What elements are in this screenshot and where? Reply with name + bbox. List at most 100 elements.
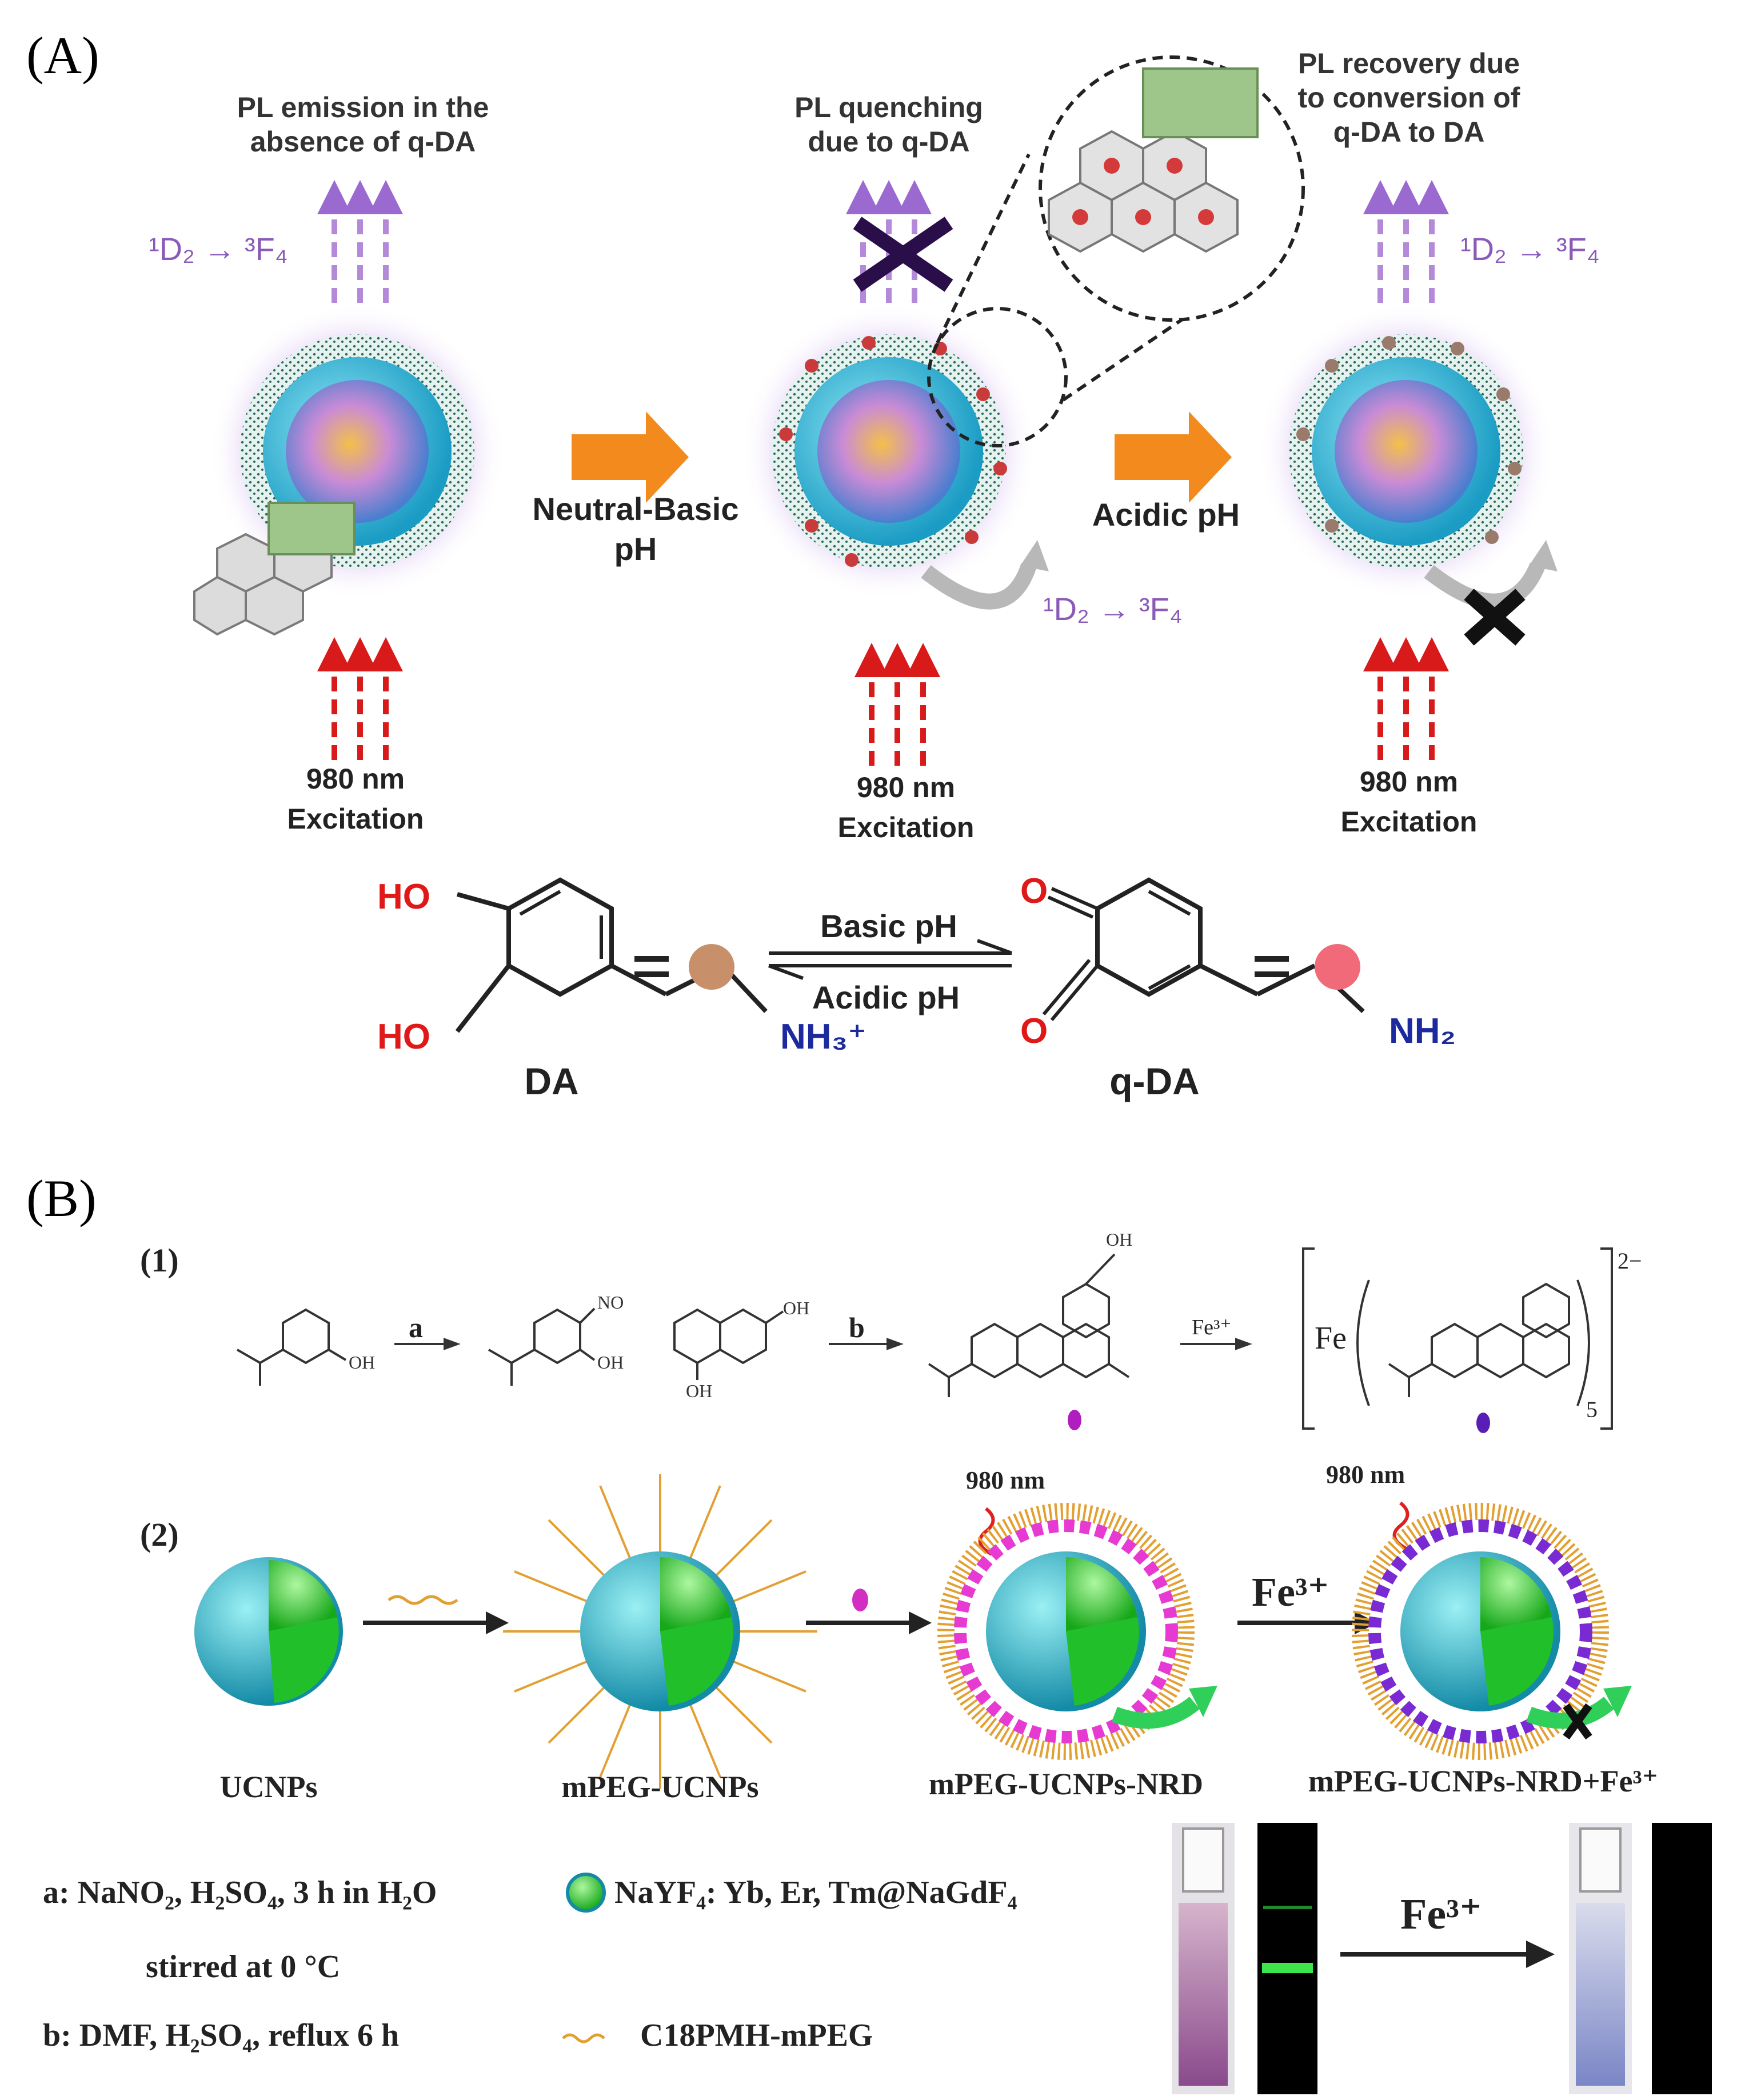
dopamine-structure [455,877,768,1033]
reagent-b-label: b [849,1311,865,1343]
da-label: DA [524,1060,578,1102]
complex-subscript: 5 [1586,1397,1598,1422]
excitation-1-line2: Excitation [287,803,424,835]
excitation-label-2: 980 nm Excitation [838,771,975,843]
nrd-fe-ucnp-particle [1352,1503,1632,1760]
fe-photo-arrow [1340,1941,1555,1968]
qda-nh2: NH₂ [1389,1011,1456,1051]
chain-icon [388,1595,458,1605]
note-a-line1: a: NaNO₂, H₂SO₄, 3 h in H₂O [43,1875,437,1910]
oh-label-1: OH [349,1352,375,1373]
oh-label-2: OH [597,1352,624,1373]
da-nh3: NH₃⁺ [780,1017,866,1057]
quench-cross-icon [853,217,953,292]
acidic-arrow [1115,411,1232,503]
fluorescence-photo-before [1257,1823,1317,2094]
arrow2-label: Acidic pH [1092,497,1240,533]
qda-o-bottom: O [1020,1011,1048,1051]
name-mpeg-ucnps-nrd: mPEG-UCNPs-NRD [929,1767,1203,1801]
conditions-notes: a: NaNO₂, H₂SO₄, 3 h in H₂O stirred at 0… [43,1875,437,2053]
stage3-caption-line2: to conversion of [1298,82,1520,114]
transition-label-mid: ¹D₂ → ³F₄ [1043,591,1183,627]
dye-icon [852,1589,868,1611]
complex-charge: 2− [1618,1248,1642,1274]
transition-label-left: ¹D₂ → ³F₄ [149,231,288,267]
stage1-caption-line1: PL emission in the [237,91,489,123]
reagent-a-label: a [409,1311,423,1343]
fe-photo-label: Fe³⁺ [1400,1890,1482,1938]
name-ucnps: UCNPs [220,1770,318,1804]
step2-arrow-1 [363,1611,509,1634]
da-ho-bottom: HO [377,1017,430,1057]
panel-b-label: (B) [26,1169,97,1227]
arrow1-label: Neutral-Basic pH [532,491,738,567]
mpeg-ucnp-particle [503,1474,817,1789]
core-legend-icon [566,1873,606,1913]
excitation-3-line2: Excitation [1341,806,1478,838]
arrow1-label-line1: Neutral-Basic [532,491,738,527]
laser-label-1: 980 nm [966,1466,1045,1494]
excitation-2-line1: 980 nm [857,771,955,803]
stage2-caption: PL quenching due to q-DA [794,91,983,158]
nrd-dye-icon [1068,1410,1490,1433]
excitation-label-3: 980 nm Excitation [1341,766,1478,838]
ucnp-particle [194,1557,343,1706]
oh-label-4: OH [686,1381,712,1401]
neutral-basic-arrow [572,411,689,503]
equilibrium-arrows [768,939,1013,980]
blocked-cross-icon [1464,589,1526,646]
mesopore-rods-icon [193,502,356,636]
excitation-label-1: 980 nm Excitation [287,763,424,835]
step1-label: (1) [140,1242,179,1279]
no-label: NO [597,1292,624,1313]
emission-arrows-1 [317,180,403,303]
oh-label-5: OH [1106,1229,1132,1250]
step2-arrow-2 [806,1611,932,1634]
blocked-x-icon [1563,1703,1592,1740]
excitation-arrows-1 [317,637,403,760]
da-molecules [1296,336,1522,544]
stage1-caption: PL emission in the absence of q-DA [237,91,489,158]
stage3-caption: PL recovery due to conversion of q-DA to… [1298,47,1520,148]
name-mpeg-ucnps-nrd-fe: mPEG-UCNPs-NRD+Fe³⁺ [1308,1764,1658,1798]
nanoparticle-1 [193,303,506,636]
note-a-line2: stirred at 0 °C [146,1949,340,1985]
excitation-arrows-3 [1363,637,1449,760]
stage3-caption-line3: q-DA to DA [1333,116,1485,148]
fe-reagent-label: Fe³⁺ [1192,1315,1231,1339]
excitation-3-line1: 980 nm [1360,766,1458,798]
chain-legend-icon [562,2033,605,2043]
excitation-2-line2: Excitation [838,811,975,843]
arrow1-label-line2: pH [614,531,657,567]
fe-complex-label: Fe [1315,1321,1347,1356]
excitation-arrows-2 [854,643,940,766]
nanoparticle-2 [740,303,1049,610]
nrd-ucnp-particle [937,1503,1217,1760]
qda-label: q-DA [1109,1060,1200,1102]
acidic-ph-label: Acidic pH [812,979,960,1015]
zoom-mesopore-detail [1039,55,1305,322]
vial-photo-after [1569,1823,1632,2094]
note-b: b: DMF, H₂SO₄, reflux 6 h [43,2018,399,2053]
transition-label-right: ¹D₂ → ³F₄ [1460,231,1600,267]
excitation-1-line1: 980 nm [306,763,405,795]
particle-names: UCNPs mPEG-UCNPs mPEG-UCNPs-NRD mPEG-UCN… [220,1764,1659,1804]
panel-a-label: (A) [26,26,99,85]
quinone-dopamine-structure [1042,877,1365,1021]
legend-chain: C18PMH-mPEG [640,2018,873,2053]
step2-label: (2) [140,1516,179,1553]
zoom-line-1 [936,153,1031,344]
nanoparticle-3 [1257,303,1558,646]
step2-arrow-3 [1237,1611,1377,1634]
basic-ph-label: Basic pH [820,908,957,944]
emission-arrows-3 [1363,180,1449,303]
stage3-caption-line1: PL recovery due [1298,47,1520,79]
vial-photo-before [1172,1823,1235,2094]
laser-icon-1 [978,1507,995,1556]
reaction-atom-labels: OH NO OH OH OH OH [349,1229,1132,1401]
qda-o-top: O [1020,871,1048,911]
oh-label-3: OH [783,1298,809,1318]
reaction-scheme [237,1247,1613,1430]
legend-core: NaYF₄: Yb, Er, Tm@NaGdF₄ [614,1875,1017,1910]
